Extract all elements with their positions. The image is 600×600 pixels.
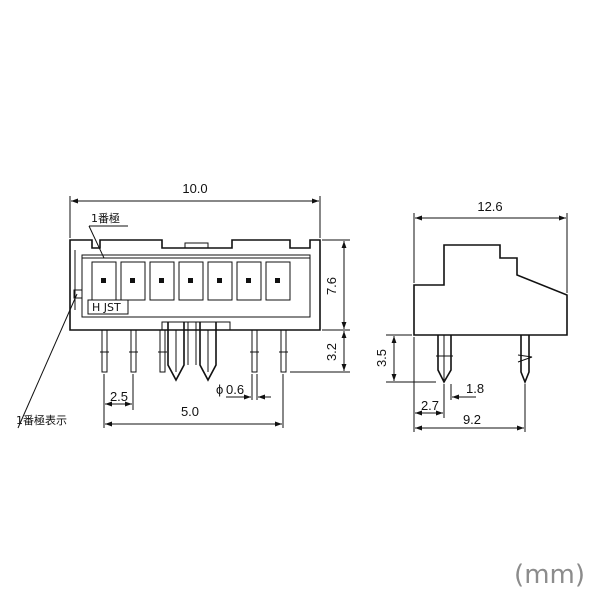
dim-pin-length-label: 3.2 — [324, 343, 339, 361]
pin — [280, 329, 287, 373]
dim-offset-b-label: 2.7 — [421, 398, 439, 413]
pin1-leader — [88, 225, 105, 259]
dim-depth-label: 12.6 — [477, 199, 502, 214]
pin-cavity — [265, 261, 291, 301]
logo-text: H JST — [92, 301, 121, 314]
dim-dia-prefix: ϕ — [216, 382, 223, 397]
front-inner-frame — [81, 254, 311, 318]
dim-pitch-label: 2.5 — [110, 389, 128, 404]
front-body-outline — [69, 239, 321, 331]
pin-cavities — [91, 261, 291, 301]
pin — [130, 329, 137, 373]
pin-contact — [217, 278, 222, 283]
front-pins — [100, 329, 288, 373]
pin-contact — [246, 278, 251, 283]
dim-pin-span-label: 9.2 — [463, 412, 481, 427]
peg-gap — [187, 322, 197, 365]
pin-contact — [101, 278, 106, 283]
pin — [251, 329, 258, 373]
dim-span-label: 5.0 — [181, 404, 199, 419]
pin-cavity — [120, 261, 146, 301]
pin-cavity — [207, 261, 233, 301]
pin1-label: 1番極 — [91, 211, 120, 225]
side-pin-front — [437, 335, 452, 384]
dim-side-pin-length-label: 3.5 — [374, 349, 389, 367]
pin-contact — [188, 278, 193, 283]
dim-height-label: 7.6 — [324, 277, 339, 295]
units-label: (mm) — [514, 560, 585, 590]
pin-cavity — [178, 261, 204, 301]
pin — [101, 329, 108, 373]
pin-cavity — [149, 261, 175, 301]
side-body-outline — [413, 244, 568, 336]
side-pin-rear — [520, 335, 530, 385]
pin1-marker — [73, 289, 83, 299]
pin-contact — [275, 278, 280, 283]
pin-cavity — [236, 261, 262, 301]
pin1-mark-label: 1番極表示 — [16, 413, 67, 427]
logo-box — [87, 299, 129, 315]
pin-contact — [130, 278, 135, 283]
side-pin-kink — [517, 354, 533, 363]
pin-contact — [159, 278, 164, 283]
front-view: H JST 10.0 1番極 — [16, 181, 350, 429]
dim-width-label: 10.0 — [182, 181, 207, 196]
dim-dia-label: 0.6 — [226, 382, 244, 397]
dim-offset-a-label: 1.8 — [466, 381, 484, 396]
side-view: 12.6 3.5 1.8 2.7 9.2 — [374, 199, 568, 432]
center-peg-right — [199, 322, 217, 382]
center-peg-left — [167, 322, 185, 382]
front-top-tab — [184, 242, 209, 248]
pin1-mark-leader — [17, 293, 78, 429]
pin — [159, 329, 166, 373]
